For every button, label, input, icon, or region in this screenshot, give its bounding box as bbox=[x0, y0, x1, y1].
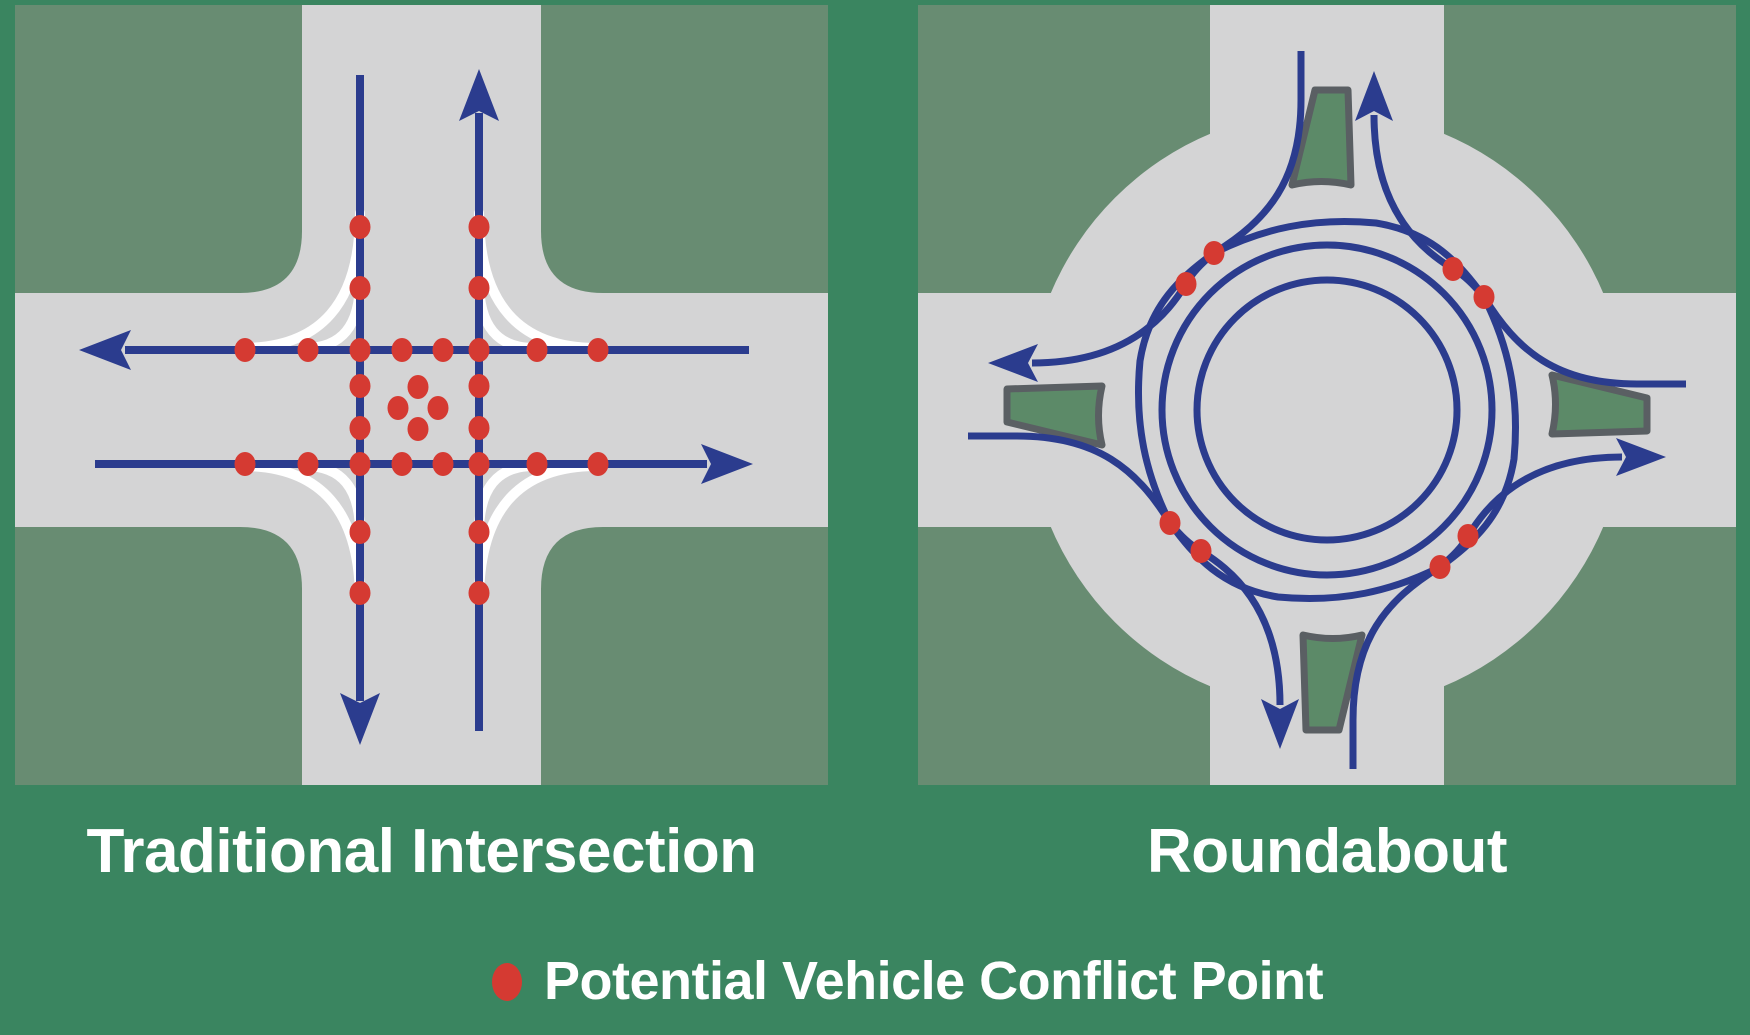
title-traditional-intersection: Traditional Intersection bbox=[86, 817, 757, 886]
conflict-dot bbox=[468, 338, 490, 362]
corner-block-bottom-right bbox=[541, 527, 828, 785]
conflict-dot bbox=[407, 417, 429, 441]
right-arrowhead-icon bbox=[701, 444, 753, 484]
conflict-dot bbox=[526, 452, 548, 476]
conflict-dot bbox=[349, 276, 371, 300]
center-island-inner-ring bbox=[1193, 276, 1461, 544]
up-arrowhead-icon bbox=[459, 69, 499, 121]
conflict-dot bbox=[1442, 257, 1464, 281]
conflict-dot bbox=[468, 374, 490, 398]
conflict-dots-layer bbox=[1159, 241, 1495, 579]
conflict-dot bbox=[468, 520, 490, 544]
conflict-dot bbox=[587, 452, 609, 476]
conflict-dot bbox=[349, 338, 371, 362]
conflict-dot bbox=[234, 452, 256, 476]
conflict-dot bbox=[468, 452, 490, 476]
left-arrowhead-icon bbox=[79, 330, 131, 370]
conflict-dot bbox=[432, 452, 454, 476]
conflict-dot bbox=[349, 416, 371, 440]
conflict-dot bbox=[407, 375, 429, 399]
title-roundabout: Roundabout bbox=[1146, 817, 1508, 886]
conflict-dot bbox=[297, 338, 319, 362]
conflict-dot bbox=[391, 338, 413, 362]
conflict-dot bbox=[387, 396, 409, 420]
conflict-dot bbox=[349, 452, 371, 476]
center-island-outer-ring bbox=[1158, 241, 1496, 579]
conflict-dot bbox=[526, 338, 548, 362]
conflict-dot bbox=[1159, 511, 1181, 535]
conflict-dot bbox=[234, 338, 256, 362]
conflict-dot bbox=[349, 520, 371, 544]
conflict-dot bbox=[349, 581, 371, 605]
conflict-dot bbox=[468, 416, 490, 440]
circulatory-roadway bbox=[1027, 110, 1627, 710]
conflict-dot bbox=[391, 452, 413, 476]
conflict-dots-layer bbox=[234, 215, 609, 605]
panel-roundabout bbox=[918, 5, 1736, 785]
conflict-dot bbox=[427, 396, 449, 420]
conflict-dot bbox=[349, 374, 371, 398]
conflict-dot bbox=[1429, 555, 1451, 579]
conflict-dot bbox=[1457, 524, 1479, 548]
corner-block-top-right bbox=[541, 5, 828, 293]
conflict-dot bbox=[349, 215, 371, 239]
down-arrowhead-icon bbox=[340, 693, 380, 745]
conflict-dot bbox=[468, 581, 490, 605]
conflict-dot bbox=[468, 215, 490, 239]
corner-block-top-left bbox=[15, 5, 302, 293]
legend-label: Potential Vehicle Conflict Point bbox=[544, 951, 1324, 1011]
conflict-dot bbox=[1473, 285, 1495, 309]
conflict-dot bbox=[1175, 272, 1197, 296]
conflict-dot bbox=[1203, 241, 1225, 265]
panel-traditional-intersection bbox=[15, 5, 828, 785]
conflict-dot bbox=[432, 338, 454, 362]
conflict-dot bbox=[1190, 539, 1212, 563]
conflict-point-legend-icon bbox=[492, 962, 522, 1001]
legend: Potential Vehicle Conflict Point bbox=[492, 951, 1324, 1011]
corner-block-bottom-left bbox=[15, 527, 302, 785]
conflict-dot bbox=[297, 452, 319, 476]
conflict-dot bbox=[468, 276, 490, 300]
conflict-dot bbox=[587, 338, 609, 362]
